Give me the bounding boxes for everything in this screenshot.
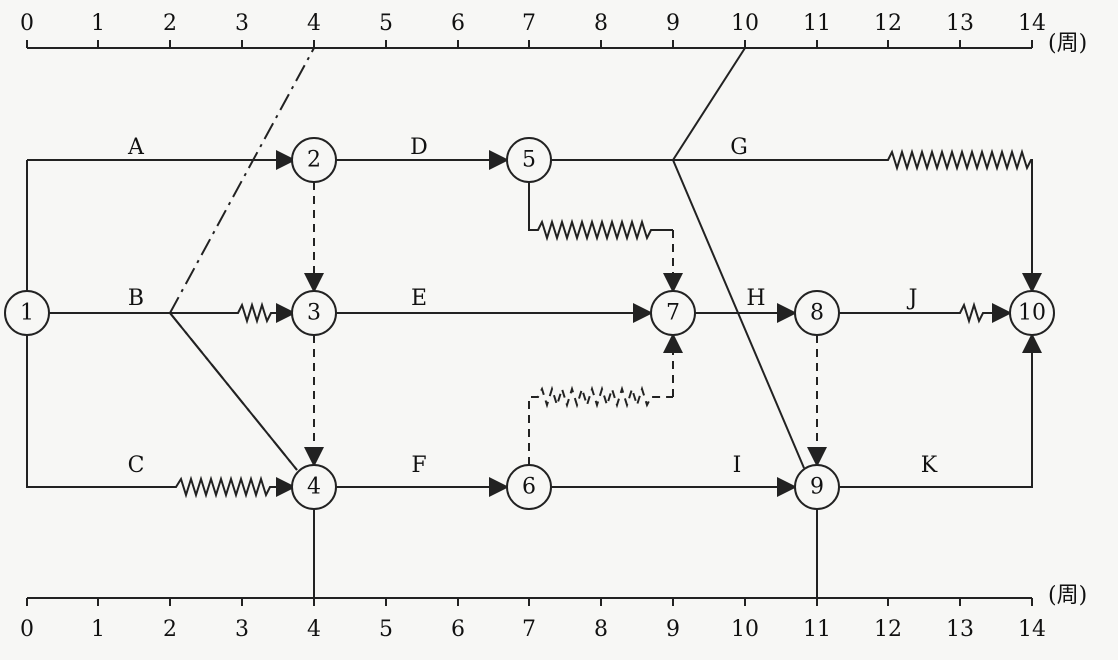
top-tick-label-3: 3	[235, 11, 249, 36]
node-10: 10	[1009, 290, 1055, 336]
top-ticks	[26, 40, 1033, 48]
bottom-tick-label-9: 9	[666, 617, 680, 642]
node-5-label: 5	[522, 148, 536, 173]
activity-labels: A B C D E F G H I J K	[127, 135, 938, 478]
top-tick-label-14: 14	[1018, 11, 1046, 36]
top-tick-label-10: 10	[731, 11, 759, 36]
edge-6-to-7-zigzag	[528, 385, 673, 465]
node-1: 1	[4, 290, 50, 336]
reference-line-left	[169, 47, 315, 314]
node-2-label: 2	[307, 148, 321, 173]
top-tick-label-12: 12	[874, 11, 902, 36]
node-4: 4	[291, 464, 337, 510]
node-3-label: 3	[307, 301, 321, 326]
node-8-circle	[794, 290, 840, 336]
top-tick-label-8: 8	[594, 11, 608, 36]
node-5-circle	[506, 137, 552, 183]
activity-label-b: B	[128, 286, 144, 311]
node-1-label: 1	[20, 301, 34, 326]
bottom-ticks	[26, 598, 1033, 606]
edge-c-to-4	[170, 475, 296, 499]
top-tick-label-1: 1	[91, 11, 105, 36]
node-7-label: 7	[666, 301, 680, 326]
top-unit-label: (周)	[1048, 31, 1087, 56]
bottom-tick-label-13: 13	[946, 617, 974, 642]
node-3: 3	[291, 290, 337, 336]
edge-5-to-7-zigzag	[528, 182, 673, 242]
node-5: 5	[506, 137, 552, 183]
top-timeline: 0 1 2 3 4 5 6 7 8 9 10 11 12 13 14 (周)	[20, 11, 1087, 56]
bottom-tick-label-14: 14	[1018, 617, 1046, 642]
top-tick-label-7: 7	[522, 11, 536, 36]
node-10-label: 10	[1018, 301, 1046, 326]
bottom-tick-label-3: 3	[235, 617, 249, 642]
node-6-label: 6	[522, 475, 536, 500]
bottom-tick-label-12: 12	[874, 617, 902, 642]
bottom-tick-label-0: 0	[20, 617, 34, 642]
edge-1-c-leg	[26, 313, 170, 488]
reference-line-right	[672, 47, 746, 161]
activity-label-a: A	[127, 135, 145, 160]
node-6-circle	[506, 464, 552, 510]
bottom-tick-label-11: 11	[803, 617, 831, 642]
activity-label-k: K	[921, 453, 938, 478]
edge-8-10	[839, 301, 1012, 325]
top-tick-label-5: 5	[379, 11, 393, 36]
node-2-circle	[291, 137, 337, 183]
bottom-tick-label-8: 8	[594, 617, 608, 642]
top-tick-label-11: 11	[803, 11, 831, 36]
bottom-tick-label-2: 2	[163, 617, 177, 642]
activity-label-e: E	[411, 286, 427, 311]
bottom-tick-label-7: 7	[522, 617, 536, 642]
edge-9-10	[839, 333, 1042, 488]
activity-label-h: H	[746, 286, 765, 311]
top-tick-label-0: 0	[20, 11, 34, 36]
node-4-label: 4	[307, 475, 321, 500]
node-8-label: 8	[810, 301, 824, 326]
activity-label-c: C	[128, 453, 145, 478]
bottom-tick-label-6: 6	[451, 617, 465, 642]
activity-label-i: I	[733, 453, 742, 478]
node-7: 7	[650, 290, 696, 336]
node-3-circle	[291, 290, 337, 336]
edge-b-to-3	[170, 301, 296, 325]
node-9: 9	[794, 464, 840, 510]
top-tick-label-9: 9	[666, 11, 680, 36]
top-tick-label-2: 2	[163, 11, 177, 36]
node-2: 2	[291, 137, 337, 183]
edge-5-to-10	[551, 148, 1042, 293]
top-tick-label-13: 13	[946, 11, 974, 36]
node-7-circle	[650, 290, 696, 336]
top-tick-label-4: 4	[307, 11, 321, 36]
activity-label-g: G	[730, 135, 748, 160]
node-9-label: 9	[810, 475, 824, 500]
bottom-tick-label-10: 10	[731, 617, 759, 642]
activity-label-f: F	[411, 453, 426, 478]
node-8: 8	[794, 290, 840, 336]
activity-label-j: J	[907, 286, 918, 311]
node-9-circle	[794, 464, 840, 510]
bottom-tick-label-5: 5	[379, 617, 393, 642]
activity-label-d: D	[410, 135, 428, 160]
bottom-timeline: 0 1 2 3 4 5 6 7 8 9 10 11 12 13 14 (周)	[20, 583, 1087, 642]
edge-h-to-9	[672, 159, 805, 469]
node-4-circle	[291, 464, 337, 510]
node-10-circle	[1009, 290, 1055, 336]
node-group: 1 2 3 4 5 6 7 8	[4, 137, 1055, 510]
top-tick-label-6: 6	[451, 11, 465, 36]
node-6: 6	[506, 464, 552, 510]
node-1-circle	[4, 290, 50, 336]
bottom-unit-label: (周)	[1048, 583, 1087, 608]
reference-line-left-lower	[169, 312, 298, 471]
bottom-tick-label-1: 1	[91, 617, 105, 642]
network-edges	[26, 47, 1042, 598]
bottom-tick-label-4: 4	[307, 617, 321, 642]
